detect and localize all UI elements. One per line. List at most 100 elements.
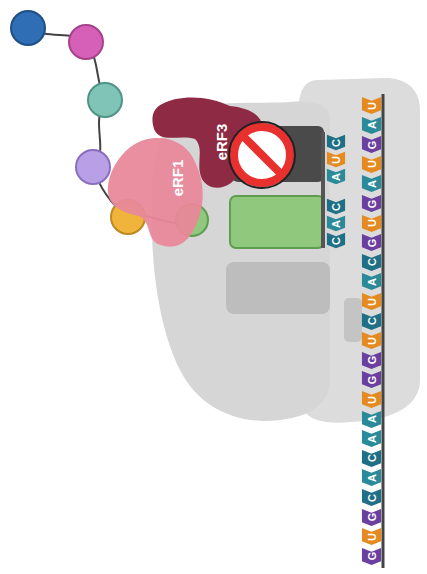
nucleotide-chevron: C xyxy=(326,198,346,215)
node-outline xyxy=(362,273,381,290)
nucleotide-chevron: U xyxy=(326,151,346,168)
base-letter: C xyxy=(330,237,342,245)
p-site-trna xyxy=(230,196,324,248)
small-groove xyxy=(344,298,362,342)
base-letter: C xyxy=(366,317,378,325)
base-letter: G xyxy=(366,199,378,208)
base-letter: C xyxy=(330,203,342,211)
node-outline xyxy=(327,135,345,150)
base-letter: A xyxy=(366,121,378,129)
base-letter: G xyxy=(366,140,378,149)
node-outline xyxy=(327,233,345,248)
amino-acid-bead xyxy=(88,83,122,117)
nucleotide-chevron: G xyxy=(361,508,382,527)
nucleotide-chevron: G xyxy=(361,370,382,389)
base-letter: C xyxy=(330,139,342,147)
nucleotide-chevron: U xyxy=(361,96,382,115)
amino-acid-bead xyxy=(76,150,110,184)
node-outline xyxy=(362,509,381,526)
nucleotide-chevron: A xyxy=(361,410,382,429)
base-letter: G xyxy=(366,356,378,365)
base-letter: C xyxy=(366,258,378,266)
release-factor: eRF1 xyxy=(104,134,206,250)
base-letter: U xyxy=(330,156,342,164)
base-letter: A xyxy=(366,474,378,482)
nucleotide-chevron: C xyxy=(361,312,382,331)
node-outline xyxy=(362,411,381,428)
stop-bar xyxy=(243,136,281,174)
nucleotide-chevron: G xyxy=(361,135,382,154)
node-outline xyxy=(362,175,381,192)
node-outline xyxy=(362,391,381,408)
factor-label: eRF3 xyxy=(212,124,229,161)
nucleotide-chevron: A xyxy=(326,168,346,185)
node-outline xyxy=(362,254,381,271)
nucleotide-chevron: U xyxy=(361,214,382,233)
stop-ring xyxy=(234,127,290,183)
base-letter: C xyxy=(366,454,378,462)
nucleotide-chevron: C xyxy=(326,134,346,151)
factor-label: eRF1 xyxy=(169,160,186,197)
nucleotide-chevron: U xyxy=(361,155,382,174)
node-outline xyxy=(362,489,381,506)
base-letter: G xyxy=(366,552,378,561)
node-outline xyxy=(362,430,381,447)
base-letter: U xyxy=(366,102,378,110)
base-letter: C xyxy=(366,494,378,502)
base-letter: A xyxy=(366,435,378,443)
nucleotide-chevron: C xyxy=(361,488,382,507)
base-letter: A xyxy=(330,220,342,228)
node-outline xyxy=(362,450,381,467)
base-letter: U xyxy=(366,160,378,168)
base-letter: U xyxy=(366,219,378,227)
amino-acid-bead xyxy=(69,25,103,59)
base-letter: U xyxy=(366,533,378,541)
stop-outline xyxy=(229,122,295,188)
node-outline xyxy=(362,548,381,565)
nucleotide-chevron: A xyxy=(361,116,382,135)
node-outline xyxy=(362,293,381,310)
amino-acid-bead xyxy=(11,11,45,45)
nucleotide-chevron: C xyxy=(326,232,346,249)
base-letter: U xyxy=(366,298,378,306)
nucleotide-chevron: U xyxy=(361,390,382,409)
nucleotide-chevron: A xyxy=(361,429,382,448)
node-outline xyxy=(362,352,381,369)
node-outline xyxy=(362,136,381,153)
node-outline xyxy=(362,313,381,330)
nucleotide-chevron: U xyxy=(361,331,382,350)
base-letter: A xyxy=(330,173,342,181)
node-outline xyxy=(362,117,381,134)
node-outline xyxy=(327,199,345,214)
nucleotide-chevron: G xyxy=(361,351,382,370)
nucleotide-chevron: C xyxy=(361,253,382,272)
base-letter: U xyxy=(366,396,378,404)
node-outline xyxy=(362,97,381,114)
nucleotide-chevron: A xyxy=(361,174,382,193)
nucleotide-chevron: U xyxy=(361,292,382,311)
nucleotide-chevron: A xyxy=(326,215,346,232)
node-outline xyxy=(362,528,381,545)
base-letter: G xyxy=(366,376,378,385)
base-letter: A xyxy=(366,278,378,286)
node-outline xyxy=(362,195,381,212)
node-outline xyxy=(362,156,381,173)
anticodon-bar xyxy=(321,132,325,248)
node-outline xyxy=(362,332,381,349)
nucleotide-chevron: U xyxy=(361,527,382,546)
node-outline xyxy=(362,469,381,486)
node-outline xyxy=(362,234,381,251)
base-letter: A xyxy=(366,415,378,423)
node-shape xyxy=(104,134,206,250)
mrna-strand xyxy=(382,94,385,568)
nucleotide-chevron: A xyxy=(361,468,382,487)
node-outline xyxy=(327,152,345,167)
node-outline xyxy=(108,138,203,247)
node-outline xyxy=(362,215,381,232)
node-outline xyxy=(327,216,345,231)
exit-site xyxy=(226,262,330,314)
node-outline xyxy=(362,371,381,388)
base-letter: G xyxy=(366,238,378,247)
